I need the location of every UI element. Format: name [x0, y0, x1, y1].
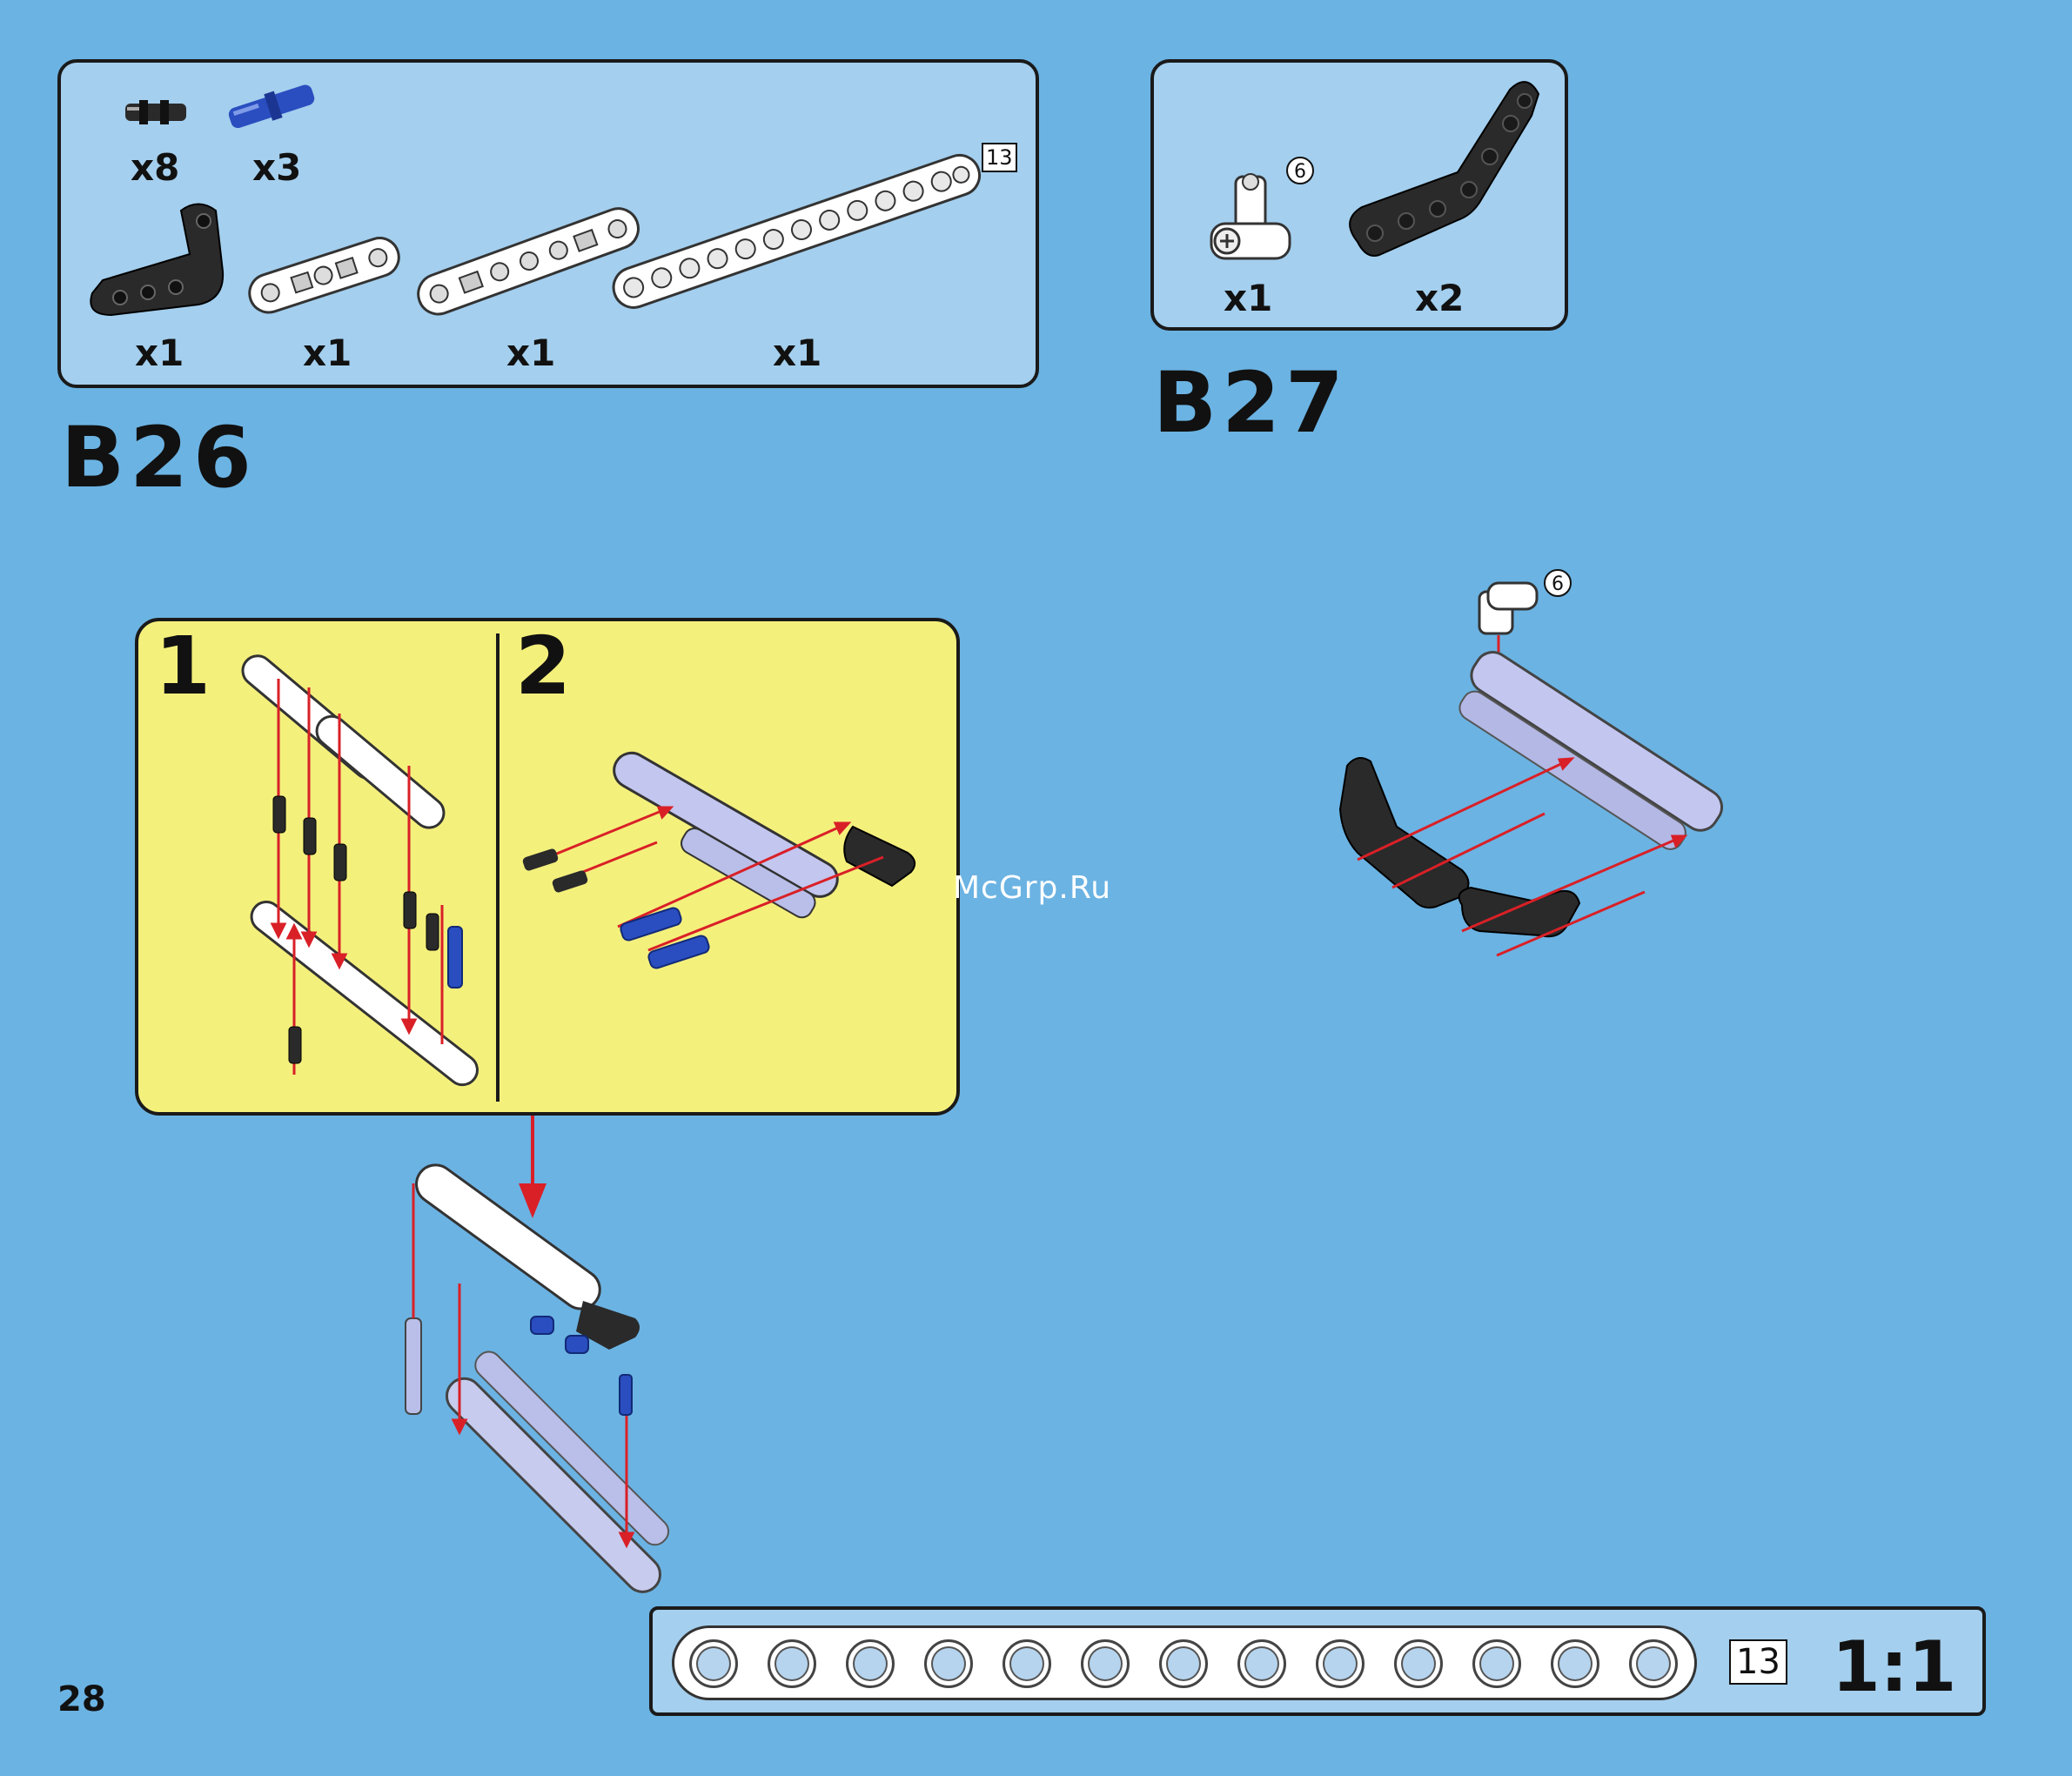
ruler-hole	[1551, 1639, 1599, 1688]
white-beam-13-icon	[600, 135, 992, 326]
ruler-hole	[1472, 1639, 1521, 1688]
ruler-hole	[1081, 1639, 1130, 1688]
ruler-length-label: 13	[1729, 1639, 1787, 1685]
ruler-hole	[924, 1639, 973, 1688]
b27-assembly	[1331, 583, 1784, 983]
substep-number-2: 2	[515, 627, 571, 707]
ruler-hole	[1237, 1639, 1286, 1688]
ruler-hole	[1316, 1639, 1365, 1688]
watermark: McGrp.Ru	[953, 870, 1111, 906]
qty-black-bent-beam: x2	[1415, 280, 1464, 317]
step-label-b27: B27	[1153, 361, 1349, 445]
length-label-13: 13	[982, 143, 1017, 172]
ruler-hole	[1629, 1639, 1678, 1688]
qty-white-thin-beam-7: x1	[506, 335, 555, 372]
qty-white-thin-beam-5: x1	[303, 335, 352, 372]
substep-divider	[496, 633, 500, 1102]
blue-axle-pin-icon	[225, 80, 320, 132]
white-thin-beam-5-icon	[239, 226, 405, 322]
substep-1-illustration	[226, 644, 487, 1096]
length-label-6-b27-parts: 6	[1286, 157, 1314, 184]
qty-white-axle-connector: x1	[1224, 280, 1272, 317]
black-bent-beam-icon	[1340, 77, 1540, 268]
ruler-beam-13	[672, 1625, 1697, 1700]
ruler-hole	[689, 1639, 738, 1688]
white-axle-connector-icon	[1201, 170, 1297, 274]
qty-black-pin: x8	[131, 150, 179, 186]
black-angled-beam-icon	[85, 202, 229, 324]
page-number: 28	[57, 1679, 106, 1719]
ruler-hole	[1002, 1639, 1051, 1688]
step-label-b26: B26	[61, 416, 257, 499]
ruler-hole	[1394, 1639, 1443, 1688]
ruler-hole	[1159, 1639, 1208, 1688]
substep-2-illustration	[518, 731, 953, 992]
b26-final-assembly	[383, 1179, 661, 1588]
scale-ratio: 1:1	[1832, 1632, 1956, 1702]
qty-blue-axle-pin: x3	[252, 150, 301, 186]
ruler-hole	[768, 1639, 816, 1688]
qty-black-angled-beam: x1	[135, 335, 184, 372]
substep-number-1: 1	[155, 627, 211, 707]
black-pin-icon	[122, 91, 191, 135]
ruler-hole	[846, 1639, 895, 1688]
qty-white-beam-13: x1	[773, 335, 821, 372]
